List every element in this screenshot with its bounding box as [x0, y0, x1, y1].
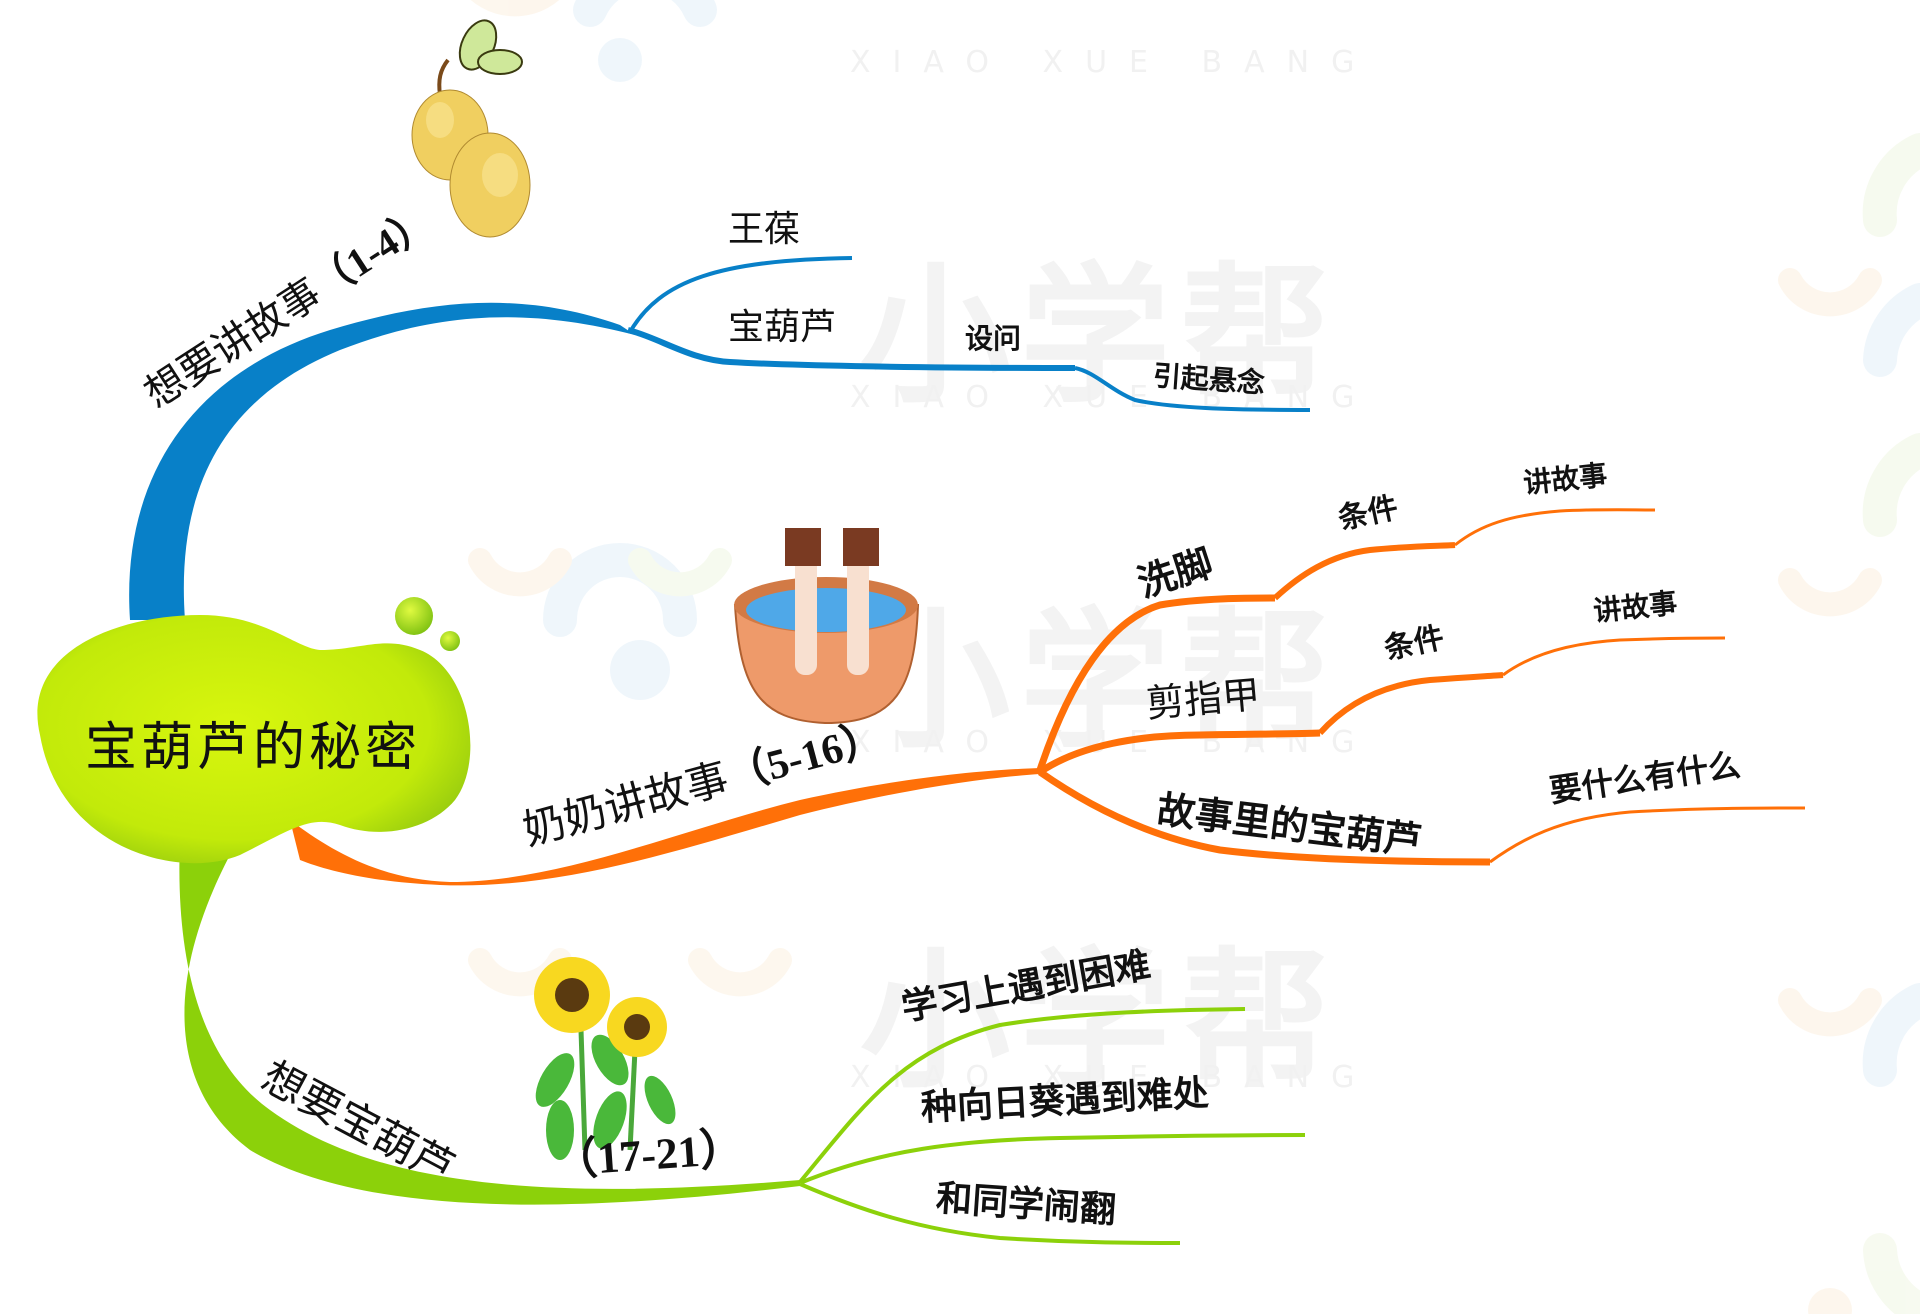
central-gourd-icon: [37, 615, 471, 864]
subtopic-yin-qi-xuan-nian[interactable]: 引起悬念: [1151, 359, 1266, 400]
watermark-brand-en: XIAO XUE BANG: [850, 45, 1377, 80]
watermark-brand-en: XIAO XUE BANG: [850, 1060, 1377, 1095]
subtopic-she-wen[interactable]: 设问: [965, 322, 1022, 355]
subtopic-jian-zhi-jia[interactable]: 剪指甲: [1144, 672, 1262, 726]
subtopic-jiang-gu-shi[interactable]: 讲故事: [1591, 586, 1679, 628]
watermark-logo-icon: [468, 0, 1920, 1314]
watermark-brand: 小学帮: [860, 595, 1341, 769]
subtopic-wang-bao[interactable]: 王葆: [728, 209, 801, 250]
watermark-brand: 小学帮: [860, 250, 1341, 424]
subtopic-bao-hu-lu[interactable]: 宝葫芦: [728, 307, 837, 348]
foot-bath-icon: [733, 528, 920, 725]
branch-line-blue: [129, 302, 636, 620]
bubble-icon: [440, 631, 460, 651]
branch-line-orange: [290, 768, 1040, 886]
gourd-icon: [411, 19, 531, 238]
subtopic-jiang-gu-shi[interactable]: 讲故事: [1521, 458, 1609, 500]
sunflower-icon: [534, 957, 676, 1160]
watermark-brand: 小学帮: [860, 935, 1341, 1109]
central-topic[interactable]: 宝葫芦的秘密: [85, 718, 422, 778]
bubble-icon: [395, 597, 433, 635]
